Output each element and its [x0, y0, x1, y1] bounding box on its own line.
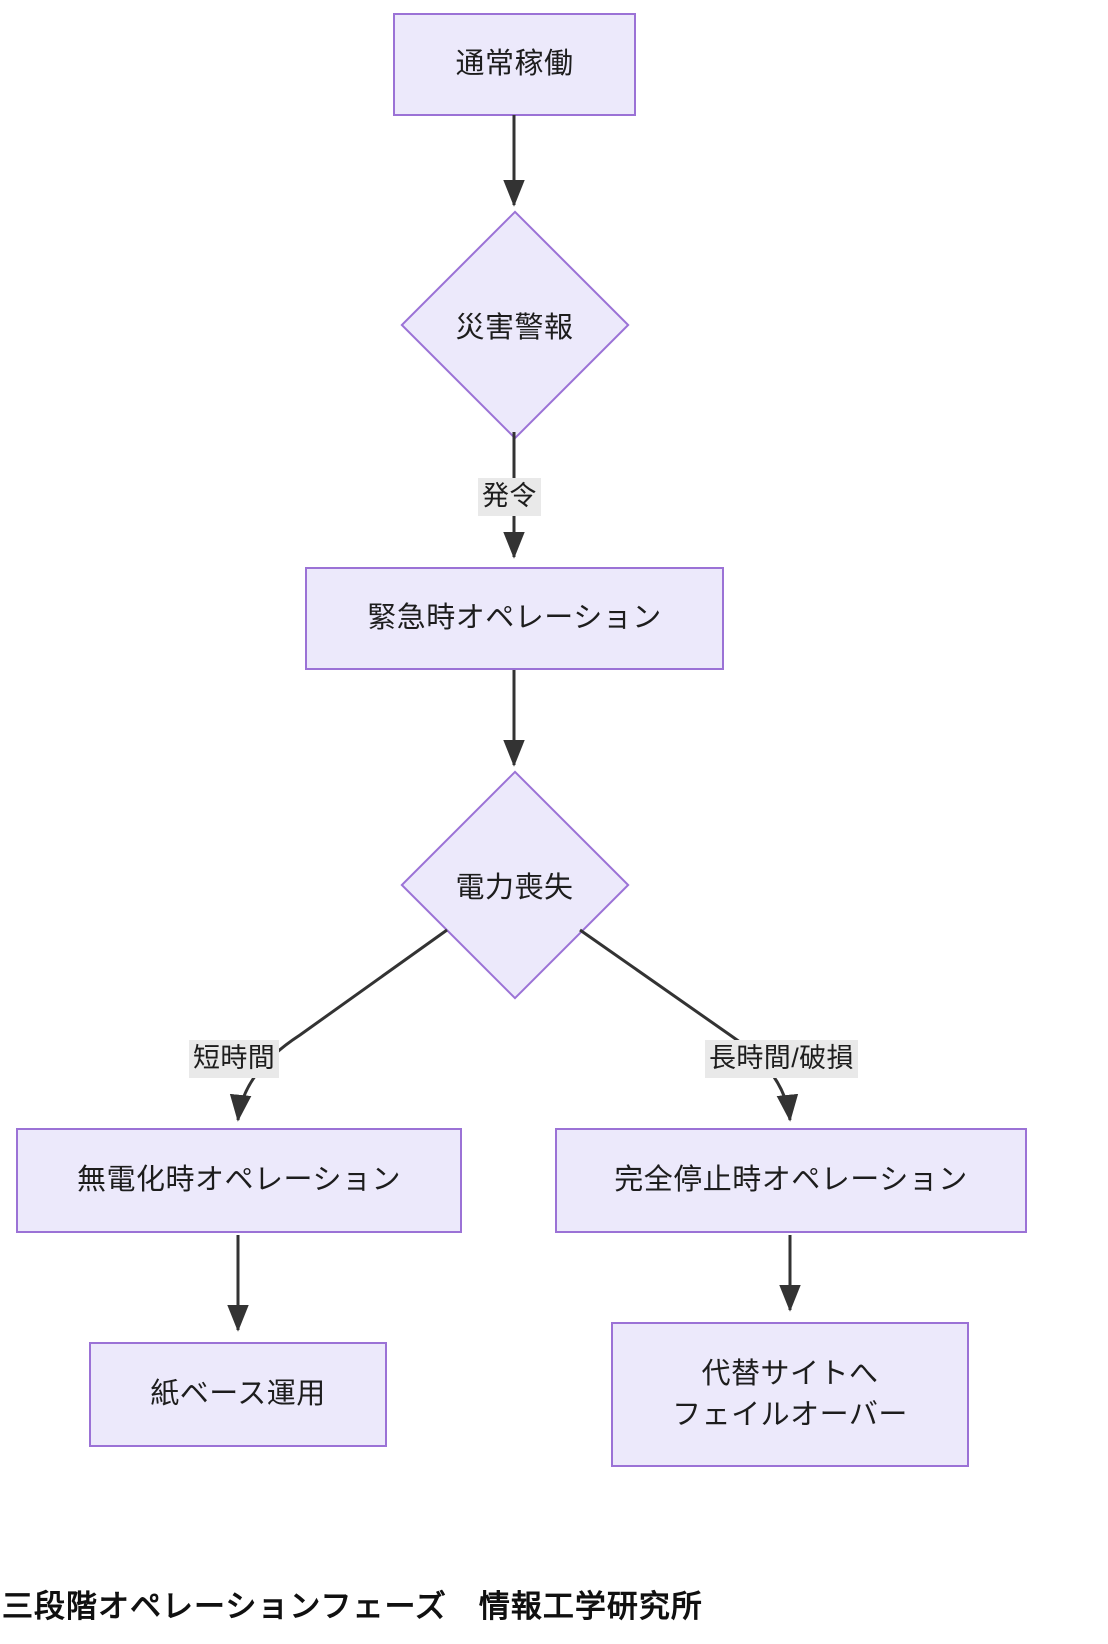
node-paper-based-operation-label: 紙ベース運用 [150, 1378, 326, 1411]
node-paper-based-operation[interactable]: 紙ベース運用 [89, 1342, 387, 1447]
node-failover-to-alternate-site[interactable]: 代替サイトへ フェイルオーバー [611, 1322, 969, 1467]
edge-label-long-duration-damage-text: 長時間/破損 [709, 1043, 854, 1073]
edge-label-issued-text: 発令 [482, 481, 537, 511]
node-normal-operation[interactable]: 通常稼働 [393, 13, 636, 116]
edge-label-issued: 発令 [478, 478, 541, 516]
node-emergency-operation[interactable]: 緊急時オペレーション [305, 567, 724, 670]
edge-label-short-duration: 短時間 [189, 1040, 280, 1078]
node-disaster-alert-label: 災害警報 [455, 311, 574, 344]
node-failover-line-2: フェイルオーバー [672, 1398, 908, 1431]
node-disaster-alert[interactable]: 災害警報 [399, 209, 630, 440]
node-full-stop-operation-label: 完全停止時オペレーション [614, 1164, 968, 1197]
node-normal-operation-label: 通常稼働 [455, 48, 574, 81]
node-failover-line-1: 代替サイトへ [701, 1358, 879, 1391]
edge-label-short-duration-text: 短時間 [193, 1043, 276, 1073]
diagram-caption: 三段階オペレーションフェーズ 情報工学研究所 [2, 1589, 703, 1624]
node-emergency-operation-label: 緊急時オペレーション [367, 602, 662, 635]
node-no-power-operation-label: 無電化時オペレーション [77, 1164, 401, 1197]
node-full-stop-operation[interactable]: 完全停止時オペレーション [555, 1128, 1027, 1233]
edge-label-long-duration-damage: 長時間/破損 [705, 1040, 858, 1078]
node-no-power-operation[interactable]: 無電化時オペレーション [16, 1128, 462, 1233]
node-power-loss-label: 電力喪失 [455, 871, 574, 904]
node-power-loss[interactable]: 電力喪失 [399, 769, 630, 1000]
